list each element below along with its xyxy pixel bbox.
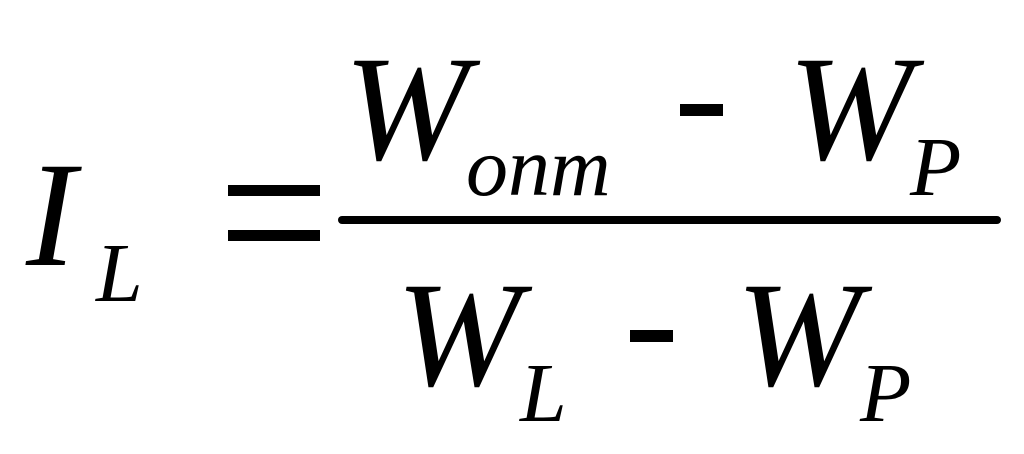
fraction-bar (338, 216, 1001, 224)
denominator-w1-subscript: L (520, 347, 567, 440)
equals-bar-bottom (228, 230, 320, 241)
numerator-w2-subscript: P (910, 121, 962, 214)
lhs-symbol-i: I (26, 132, 76, 298)
equals-bar-top (228, 185, 320, 196)
lhs-subscript-l: L (96, 227, 143, 320)
numerator-minus-sign (680, 104, 723, 116)
denominator-w2: W (736, 252, 861, 418)
denominator-w2-subscript: P (860, 347, 912, 440)
numerator-w1-subscript: onm (466, 121, 611, 214)
denominator-w1: W (396, 252, 521, 418)
numerator-w2: W (788, 26, 913, 192)
denominator-minus-sign (630, 330, 673, 342)
numerator-w1: W (344, 26, 469, 192)
